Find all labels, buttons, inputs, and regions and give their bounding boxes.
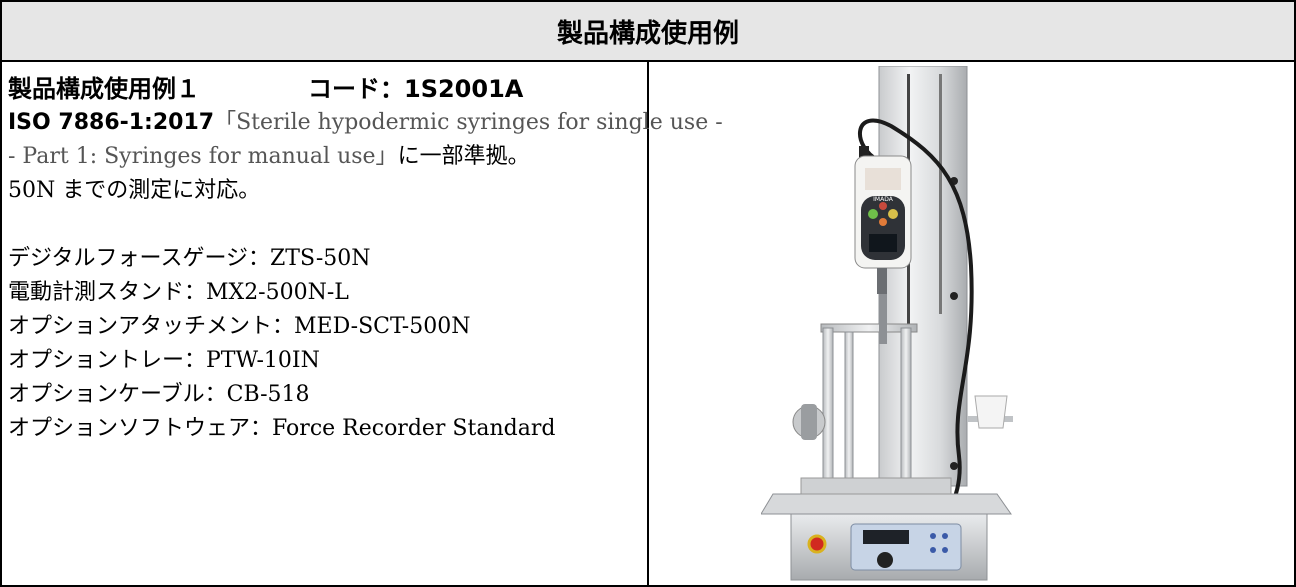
component-item: オプションケーブル：CB-518 (8, 382, 310, 407)
component-item: 電動計測スタンド：MX2-500N-L (8, 280, 349, 305)
image-cell: IMADA (647, 60, 1296, 587)
range-note: 50N までの測定に対応。 (8, 178, 261, 203)
standard-id: ISO 7886-1:2017 (8, 110, 215, 135)
standard-line-2: - Part 1: Syringes for manual use」に一部準拠。 (8, 140, 647, 174)
component-item: オプションソフトウェア：Force Recorder Standard (8, 416, 556, 441)
component-item: オプションアタッチメント：MED-SCT-500N (8, 314, 471, 339)
component-item: デジタルフォースゲージ：ZTS-50N (8, 246, 371, 271)
example-title-line: 製品構成使用例１ コード：1S2001A (8, 72, 647, 106)
force-gauge: IMADA (854, 146, 912, 294)
example-title: 製品構成使用例１ (8, 75, 200, 103)
spacer (8, 208, 647, 242)
description-cell: 製品構成使用例１ コード：1S2001A ISO 7886-1:2017「Ster… (0, 60, 723, 587)
gauge-brand: IMADA (873, 196, 894, 203)
cable (857, 118, 974, 548)
product-code: コード：1S2001A (308, 75, 524, 103)
standard-line-1: ISO 7886-1:2017「Sterile hypodermic syrin… (8, 106, 723, 140)
component-item: オプショントレー：PTW-10IN (8, 348, 320, 373)
standard-text-2: - Part 1: Syringes for manual use」 (8, 144, 398, 169)
syringe-attachment (792, 294, 918, 509)
table-header: 製品構成使用例 (0, 0, 1296, 62)
option-tray (967, 395, 1013, 429)
standard-text-1: 「Sterile hypodermic syringes for single … (214, 110, 723, 135)
table-title: 製品構成使用例 (556, 18, 739, 49)
standard-suffix: に一部準拠。 (397, 144, 530, 169)
product-photo: IMADA (761, 66, 1013, 581)
stand-base (761, 477, 1012, 581)
